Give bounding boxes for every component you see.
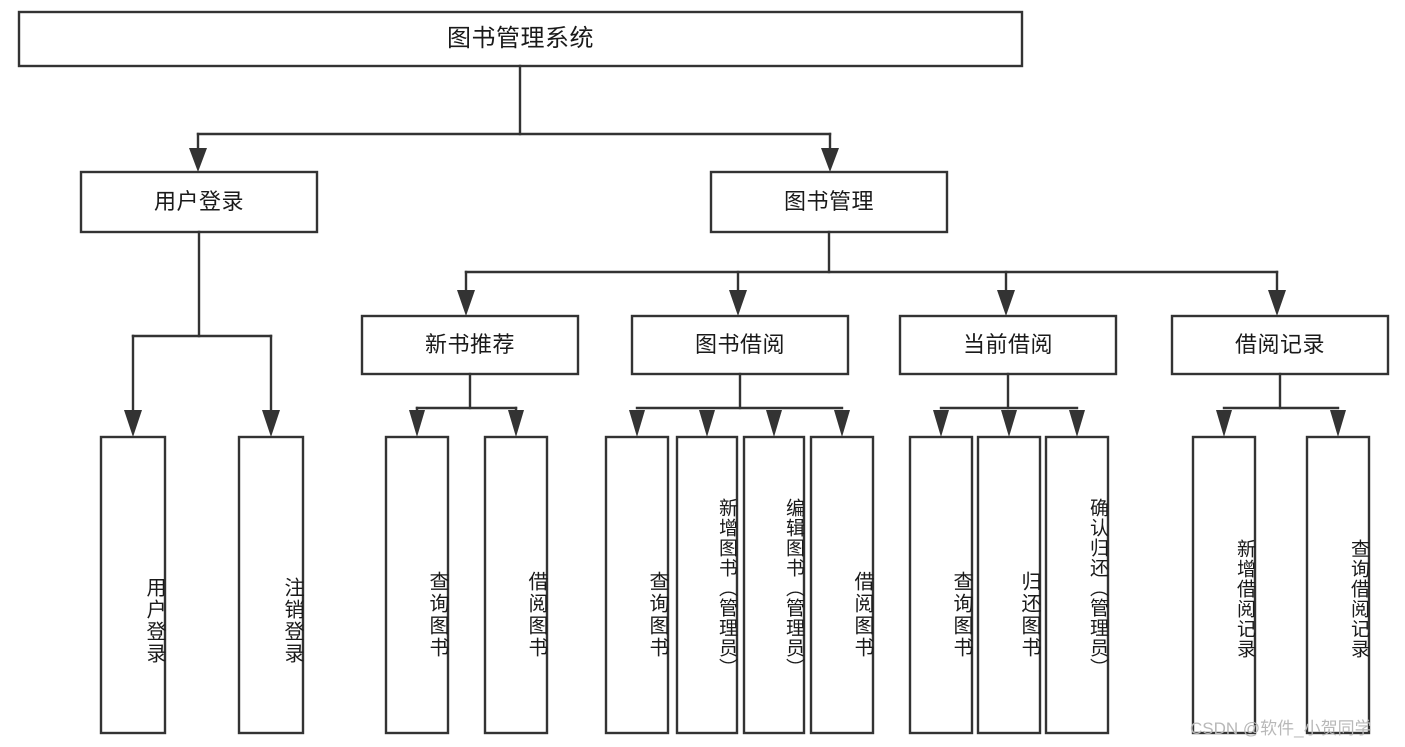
arrowhead-userlogin-leaf-2 xyxy=(262,410,280,437)
node-box-leaf-query-book-1[interactable] xyxy=(384,435,450,735)
node-box-leaf-user-logout[interactable] xyxy=(237,435,305,735)
node-box-new-book-rec[interactable] xyxy=(360,314,580,376)
arrowhead-newbook-leaf-1 xyxy=(409,410,425,437)
node-box-leaf-add-book[interactable] xyxy=(675,435,739,735)
arrowhead-root-to-userlogin xyxy=(189,148,207,172)
node-box-user-login[interactable] xyxy=(79,170,319,234)
arrowhead-currentborrow-leaf-1 xyxy=(933,410,949,437)
arrowhead-bookmanage-to-bookborrow xyxy=(729,290,747,316)
node-box-leaf-return-book[interactable] xyxy=(976,435,1042,735)
node-box-book-borrow[interactable] xyxy=(630,314,850,376)
arrowhead-borrowrecord-leaf-1 xyxy=(1216,410,1232,437)
arrowhead-bookmanage-to-newbook xyxy=(457,290,475,316)
node-box-leaf-user-login[interactable] xyxy=(99,435,167,735)
csdn-watermark: CSDN @软件_小贺同学 xyxy=(1190,719,1372,738)
arrowhead-bookborrow-leaf-2 xyxy=(699,410,715,437)
arrowhead-bookborrow-leaf-1 xyxy=(629,410,645,437)
arrowhead-newbook-leaf-2 xyxy=(508,410,524,437)
node-box-leaf-query-record[interactable] xyxy=(1305,435,1371,735)
node-box-leaf-edit-book[interactable] xyxy=(742,435,806,735)
arrowhead-userlogin-leaf-1 xyxy=(124,410,142,437)
node-box-leaf-borrow-book-1[interactable] xyxy=(483,435,549,735)
arrowhead-bookmanage-to-currentborrow xyxy=(997,290,1015,316)
arrowhead-bookborrow-leaf-4 xyxy=(834,410,850,437)
arrowhead-currentborrow-leaf-3 xyxy=(1069,410,1085,437)
node-box-leaf-confirm-return[interactable] xyxy=(1044,435,1110,735)
arrowhead-bookborrow-leaf-3 xyxy=(766,410,782,437)
arrowhead-bookmanage-to-borrowrecord xyxy=(1268,290,1286,316)
node-box-borrow-record[interactable] xyxy=(1170,314,1390,376)
node-box-current-borrow[interactable] xyxy=(898,314,1118,376)
node-box-leaf-borrow-book-2[interactable] xyxy=(809,435,875,735)
arrowhead-root-to-bookmanage xyxy=(821,148,839,172)
arrowhead-borrowrecord-leaf-2 xyxy=(1330,410,1346,437)
node-box-leaf-query-book-3[interactable] xyxy=(908,435,974,735)
node-box-root[interactable] xyxy=(17,10,1024,68)
node-box-book-manage[interactable] xyxy=(709,170,949,234)
node-box-leaf-query-book-2[interactable] xyxy=(604,435,670,735)
node-box-leaf-add-record[interactable] xyxy=(1191,435,1257,735)
arrowhead-currentborrow-leaf-2 xyxy=(1001,410,1017,437)
